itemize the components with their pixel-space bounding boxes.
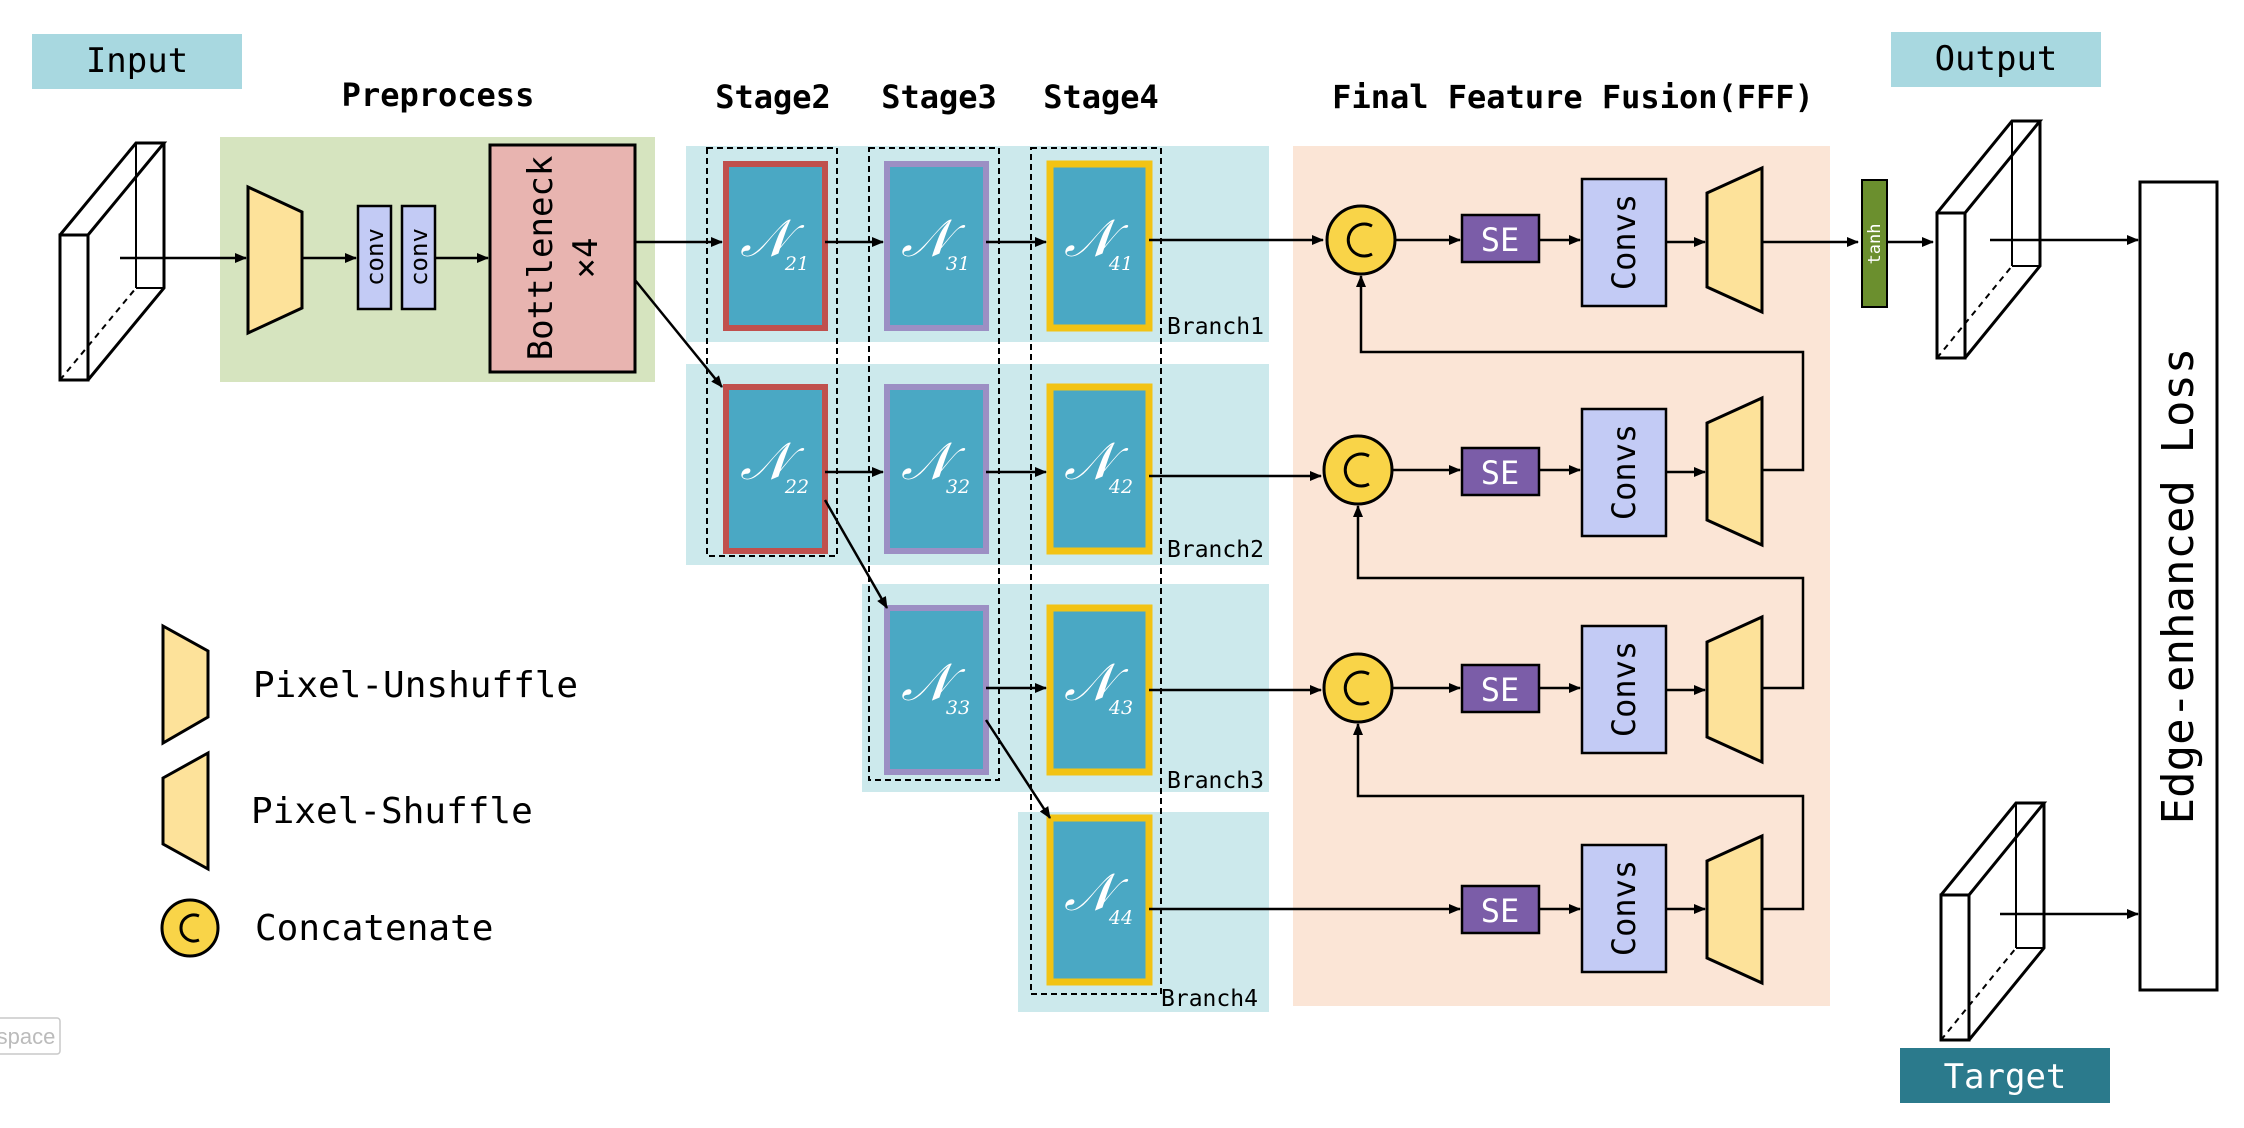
input-label: Input [86,41,188,81]
stage4-title: Stage4 [1043,78,1159,116]
svg-text:33: 33 [946,697,970,719]
edge-enhanced-loss-box: Edge-enhanced Loss [2138,180,2219,992]
conv-block-1 [356,204,393,311]
stage-dashed-boxes [706,147,1162,995]
stage3-dashed-box [868,147,1000,781]
node-n44: 𝒩 44 [1046,814,1153,986]
svg-text:SE: SE [1481,454,1520,492]
node-n41: 𝒩 41 [1046,160,1153,332]
node-n22: 𝒩 22 [723,384,828,554]
convs-block-4: Convs [1580,843,1668,974]
space-badge: space [0,1017,61,1055]
output-label: Output [1935,39,2058,79]
pixel-unshuffle-shape [246,184,304,336]
pixel-shuffle-3 [1705,614,1764,765]
legend-unshuffle-label: Pixel-Unshuffle [253,665,578,706]
bottleneck-label: Bottleneck [521,156,561,361]
svg-text:Convs: Convs [1605,424,1643,520]
branch1-label: Branch1 [1167,314,1264,340]
svg-text:Convs: Convs [1605,194,1643,290]
svg-text:44: 44 [1108,907,1133,929]
concat-1 [1325,204,1397,276]
loss-arrows [1990,235,2139,919]
se-block-3: SE [1460,663,1541,714]
se-block-2: SE [1460,446,1541,497]
target-label: Target [1944,1057,2067,1097]
stage2-title: Stage2 [715,78,831,116]
output-header-box [1891,32,2101,87]
branch3-label: Branch3 [1167,768,1264,794]
convs-block-1: Convs [1580,177,1668,308]
svg-text:31: 31 [946,253,970,275]
convs-block-2: Convs [1580,407,1668,538]
branch4-label: Branch4 [1161,986,1258,1012]
node-n31: 𝒩 31 [884,161,989,331]
stage4-dashed-box [1030,147,1162,995]
svg-text:21: 21 [784,253,809,275]
pixel-shuffle-2 [1705,395,1764,548]
concat-3 [1322,652,1394,724]
legend: Pixel-Unshuffle Pixel-Shuffle Concatenat… [160,623,578,958]
fff-title: Final Feature Fusion(FFF) [1332,78,1814,116]
svg-text:43: 43 [1108,697,1133,719]
branch2-label: Branch2 [1167,537,1264,563]
svg-text:SE: SE [1481,671,1520,709]
pixel-shuffle-1 [1705,165,1764,315]
svg-text:42: 42 [1108,476,1133,498]
legend-concat-shape [160,898,220,958]
node-n43: 𝒩 43 [1046,604,1153,776]
conv-label-1: conv [361,228,389,286]
node-n42: 𝒩 42 [1046,383,1153,555]
input-header-box [32,34,242,89]
legend-shuffle-shape [161,750,210,872]
preprocess-title: Preprocess [342,76,535,114]
convs-block-3: Convs [1580,624,1668,755]
stage2-dashed-box [706,147,838,557]
svg-text:Convs: Convs [1605,860,1643,956]
node-n32: 𝒩 32 [884,384,989,554]
stage3-title: Stage3 [881,78,997,116]
target-header-box [1900,1048,2110,1103]
concat-2 [1322,434,1394,506]
se-block-1: SE [1460,213,1541,264]
input-cube [58,141,168,382]
target-cube [1939,801,2048,1042]
pixel-shuffle-4 [1705,833,1764,986]
svg-text:41: 41 [1108,253,1133,275]
svg-text:SE: SE [1481,221,1520,259]
tanh-block: tanh [1861,179,1888,308]
node-n21: 𝒩 21 [723,161,828,331]
svg-text:tanh: tanh [1865,224,1885,265]
output-cube [1935,119,2044,360]
svg-text:Convs: Convs [1605,641,1643,737]
conv-label-2: conv [405,228,433,286]
svg-text:SE: SE [1481,892,1520,930]
fff-arrows [1353,235,1934,914]
se-block-4: SE [1460,884,1541,935]
svg-text:32: 32 [946,476,970,498]
svg-text:Edge-enhanced Loss: Edge-enhanced Loss [2153,348,2204,825]
bottleneck-times-label: ×4 [566,238,606,279]
svg-text:22: 22 [784,476,809,498]
legend-concat-label: Concatenate [255,908,493,949]
legend-shuffle-label: Pixel-Shuffle [251,791,533,832]
bottleneck-block [488,143,637,374]
svg-text:space: space [0,1024,55,1049]
node-n33: 𝒩 33 [884,605,989,775]
legend-unshuffle-shape [161,623,210,746]
network-arrows [634,235,1461,914]
